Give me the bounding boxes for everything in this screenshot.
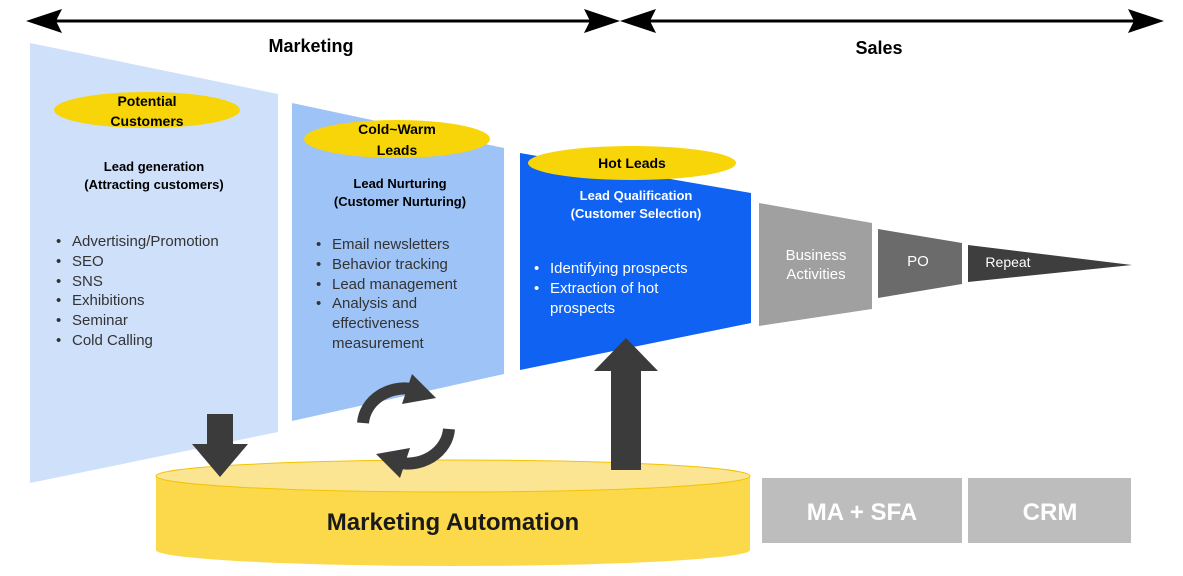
lead-generation-list: • Advertising/Promotion • SEO • SNS • Exhibi…: [56, 233, 219, 349]
business-activities-line1: Business: [786, 247, 847, 264]
list-item: SNS: [72, 273, 103, 290]
funnel-stage-lead-qualification: [520, 153, 751, 370]
list-item: Behavior tracking: [332, 256, 448, 273]
lead-qualification-subtitle: (Customer Selection): [571, 206, 702, 221]
hot-leads-oval: Hot Leads: [528, 146, 736, 180]
list-bullet: •: [56, 273, 61, 290]
lead-nurturing-subtitle: (Customer Nurturing): [334, 194, 466, 209]
list-item-continued: measurement: [332, 335, 425, 352]
hot-leads-label: Hot Leads: [598, 155, 666, 171]
list-bullet: •: [56, 332, 61, 349]
list-item: Exhibitions: [72, 292, 145, 309]
sales-label: Sales: [855, 38, 902, 58]
sales-span-arrow: [620, 9, 1164, 33]
lead-generation-subtitle: (Attracting customers): [84, 177, 223, 192]
list-bullet: •: [56, 233, 61, 250]
marketing-label: Marketing: [268, 36, 353, 56]
list-bullet: •: [316, 276, 321, 293]
lead-qualification-title: Lead Qualification: [580, 188, 693, 203]
funnel-stage-repeat: [968, 245, 1132, 282]
funnel-stage-lead-generation: [30, 43, 278, 483]
list-item-continued: effectiveness: [332, 315, 419, 332]
list-item: SEO: [72, 253, 104, 270]
potential-oval-line1: Potential: [117, 93, 176, 109]
refresh-cycle-icon: [357, 374, 455, 478]
list-item-continued: prospects: [550, 300, 615, 317]
list-bullet: •: [316, 236, 321, 253]
po-label: PO: [907, 253, 929, 270]
funnel-stage-lead-nurturing: [292, 103, 504, 421]
marketing-span-arrow: [26, 9, 620, 33]
potential-customers-oval: Potential Customers: [54, 92, 240, 129]
list-bullet: •: [56, 253, 61, 270]
lead-nurturing-title: Lead Nurturing: [353, 176, 446, 191]
crm-box: CRM: [968, 478, 1131, 543]
funnel-stage-po: [878, 229, 962, 298]
crm-label: CRM: [1023, 499, 1078, 526]
potential-oval-line2: Customers: [110, 113, 183, 129]
list-item: Identifying prospects: [550, 260, 688, 277]
ma-sfa-box: MA + SFA: [762, 478, 962, 543]
list-bullet: •: [534, 280, 539, 297]
list-bullet: •: [534, 260, 539, 277]
marketing-automation-label: Marketing Automation: [327, 509, 579, 536]
cold-warm-leads-oval: Cold~Warm Leads: [304, 120, 490, 158]
funnel-stage-business-activities: [759, 203, 872, 326]
ma-sfa-label: MA + SFA: [807, 499, 917, 526]
nurturing-oval-line1: Cold~Warm: [358, 121, 436, 137]
list-item: Cold Calling: [72, 332, 153, 349]
list-bullet: •: [56, 292, 61, 309]
list-item: Advertising/Promotion: [72, 233, 219, 250]
list-item: Email newsletters: [332, 236, 450, 253]
list-item: Seminar: [72, 312, 128, 329]
list-bullet: •: [56, 312, 61, 329]
repeat-label: Repeat: [985, 254, 1030, 270]
list-item: Lead management: [332, 276, 458, 293]
list-item: Extraction of hot: [550, 280, 659, 297]
list-bullet: •: [316, 295, 321, 312]
lead-nurturing-list: • Email newsletters • Behavior tracking • L…: [316, 236, 458, 352]
nurturing-oval-line2: Leads: [377, 142, 418, 158]
lead-generation-title: Lead generation: [104, 159, 204, 174]
business-activities-line2: Activities: [786, 266, 845, 283]
down-arrow-icon: [192, 414, 248, 477]
lead-qualification-list: • Identifying prospects • Extraction of ho…: [534, 260, 688, 317]
list-bullet: •: [316, 256, 321, 273]
marketing-automation-cylinder: Marketing Automation: [155, 459, 751, 566]
list-item: Analysis and: [332, 295, 417, 312]
up-arrow-icon: [594, 338, 658, 470]
